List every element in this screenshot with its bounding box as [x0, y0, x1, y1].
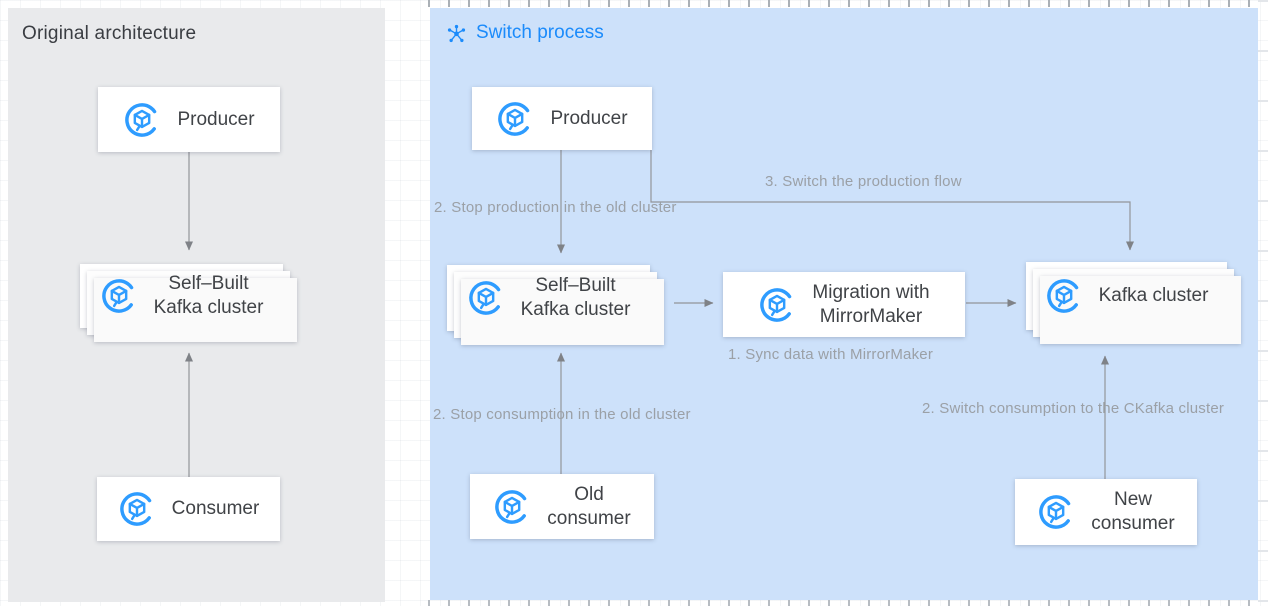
- node-label: Producer: [550, 107, 628, 129]
- edge-label-stop-consumption: 2. Stop consumption in the old cluster: [433, 406, 691, 423]
- grid-ticks-bottom: [428, 600, 1268, 606]
- node-label: Kafka cluster: [1098, 285, 1209, 306]
- grid-ticks-top: [428, 0, 1268, 7]
- ckafka-icon: [1037, 493, 1075, 531]
- ckafka-icon: [100, 277, 138, 315]
- node-kafka-cluster: Kafka cluster: [1026, 262, 1241, 344]
- cluster-nodes-icon: [446, 23, 467, 44]
- ckafka-icon: [496, 100, 534, 138]
- edge-label-stop-production: 2. Stop production in the old cluster: [434, 199, 677, 216]
- node-producer-right: Producer: [472, 87, 652, 150]
- node-consumer-left: Consumer: [97, 477, 280, 541]
- edge-label-switch-consumption: 2. Switch consumption to the CKafka clus…: [922, 400, 1225, 417]
- ckafka-icon: [1045, 277, 1083, 315]
- ckafka-icon: [118, 490, 156, 528]
- panel-title-original: Original architecture: [22, 23, 197, 44]
- ckafka-icon: [758, 286, 796, 324]
- node-producer-left: Producer: [98, 87, 280, 152]
- edge-label-sync-data: 1. Sync data with MirrorMaker: [728, 346, 934, 363]
- node-label: Producer: [177, 108, 255, 130]
- node-label: Consumer: [171, 498, 260, 519]
- ckafka-icon: [123, 101, 161, 139]
- grid-ticks-right: [1258, 0, 1268, 606]
- ckafka-icon: [493, 488, 531, 526]
- edge-label-switch-production: 3. Switch the production flow: [765, 173, 962, 190]
- panel-title-switch: Switch process: [446, 22, 604, 44]
- panel-title-switch-text: Switch process: [476, 22, 604, 43]
- edge-producer-right-to-kafka-cluster: [650, 150, 1134, 251]
- ckafka-icon: [467, 279, 505, 317]
